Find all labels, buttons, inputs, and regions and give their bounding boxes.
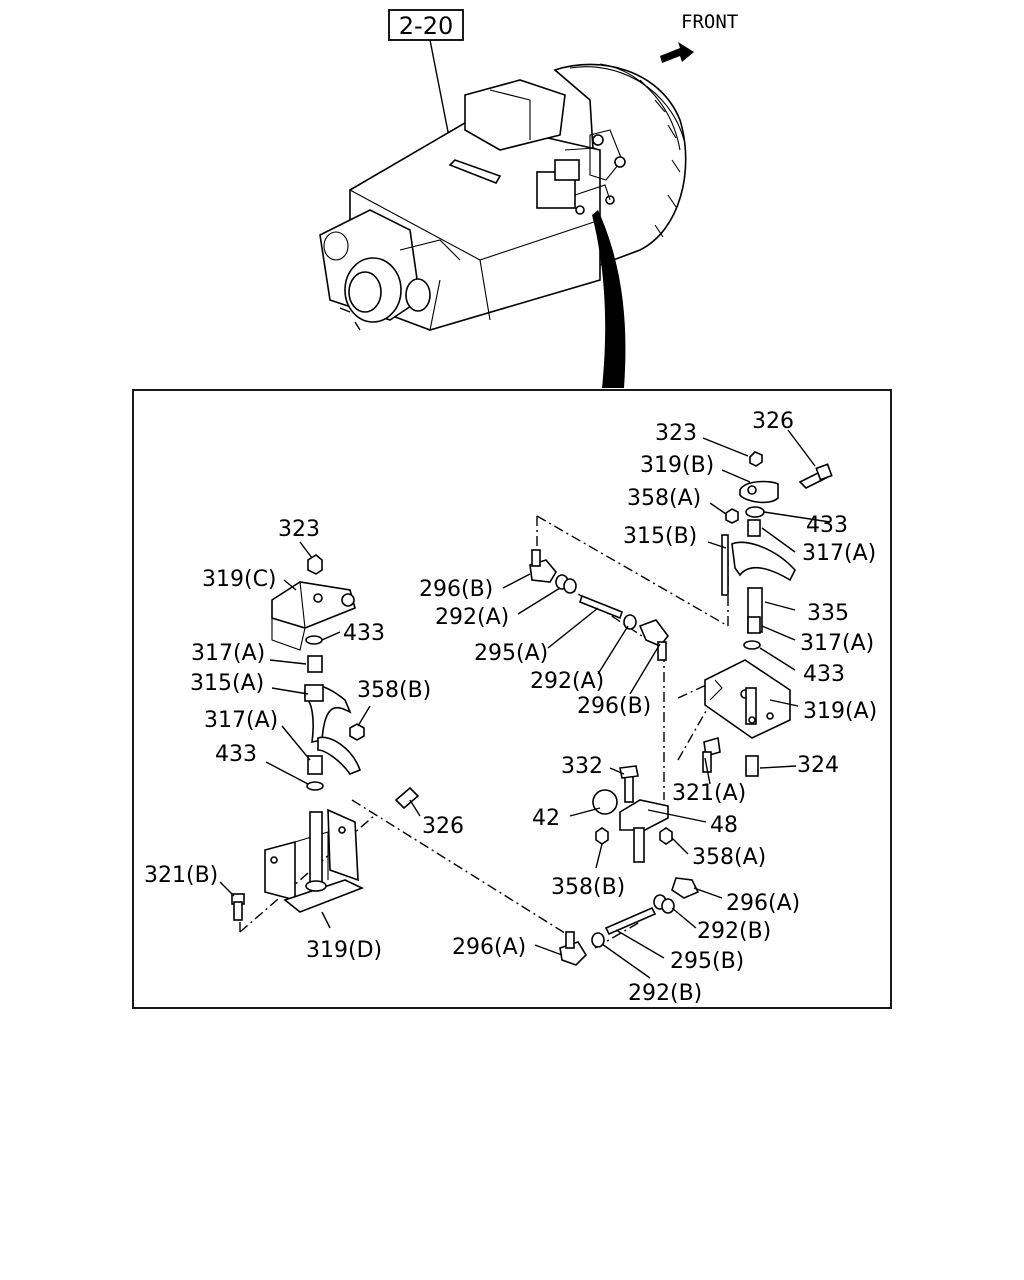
callout-42[interactable]: 42 [532, 806, 560, 831]
linkage-rod-a [529, 549, 670, 661]
callout-321a[interactable]: 321(A) [672, 781, 746, 806]
callout-335[interactable]: 335 [807, 601, 849, 626]
right-upper-assembly [702, 451, 833, 777]
callout-317a-middle[interactable]: 317(A) [800, 631, 874, 656]
callout-315a[interactable]: 315(A) [190, 671, 264, 696]
callout-433-middle[interactable]: 433 [803, 662, 845, 687]
callout-319a[interactable]: 319(A) [803, 699, 877, 724]
callout-292b-lower[interactable]: 292(B) [628, 981, 702, 1006]
transmission-overview [319, 63, 687, 331]
callout-292a-upper[interactable]: 292(A) [435, 605, 509, 630]
callout-295a[interactable]: 295(A) [474, 641, 548, 666]
callout-358b-left[interactable]: 358(B) [357, 678, 431, 703]
callout-326-upper[interactable]: 326 [752, 409, 794, 434]
callout-358a-lower[interactable]: 358(A) [692, 845, 766, 870]
callout-319d[interactable]: 319(D) [306, 938, 382, 963]
shift-lever [592, 765, 673, 863]
callout-48[interactable]: 48 [710, 813, 738, 838]
reference-box[interactable]: 2-20 [388, 9, 464, 41]
linkage-rod-b [559, 877, 700, 966]
callout-295b[interactable]: 295(B) [670, 949, 744, 974]
callout-323-left[interactable]: 323 [278, 517, 320, 542]
callout-317a-upper[interactable]: 317(A) [802, 541, 876, 566]
callout-319b[interactable]: 319(B) [640, 453, 714, 478]
leader-lines [219, 429, 831, 979]
callout-296b-upper[interactable]: 296(B) [419, 577, 493, 602]
callout-323-upper[interactable]: 323 [655, 421, 697, 446]
callout-358a-upper[interactable]: 358(A) [627, 486, 701, 511]
detail-frame [132, 389, 892, 1009]
callout-433-left-upper[interactable]: 433 [343, 621, 385, 646]
callout-358b-lower[interactable]: 358(B) [551, 875, 625, 900]
callout-319c[interactable]: 319(C) [202, 567, 277, 592]
detail-pointer [592, 210, 626, 388]
left-assembly [231, 554, 420, 921]
callout-324[interactable]: 324 [797, 753, 839, 778]
callout-317a-left-lower[interactable]: 317(A) [204, 708, 278, 733]
callout-321b[interactable]: 321(B) [144, 863, 218, 888]
callout-296b-lower[interactable]: 296(B) [577, 694, 651, 719]
callout-296a-left[interactable]: 296(A) [452, 935, 526, 960]
reference-label: 2-20 [399, 12, 453, 40]
front-arrow-icon [660, 42, 694, 63]
callout-292a-lower[interactable]: 292(A) [530, 669, 604, 694]
callout-326-left[interactable]: 326 [422, 814, 464, 839]
callout-317a-left-upper[interactable]: 317(A) [191, 641, 265, 666]
callout-315b[interactable]: 315(B) [623, 524, 697, 549]
linkage-centerlines [239, 515, 729, 949]
callout-433-upper[interactable]: 433 [806, 513, 848, 538]
callout-332[interactable]: 332 [561, 754, 603, 779]
callout-292b-upper[interactable]: 292(B) [697, 919, 771, 944]
callout-labels: 323 326 319(B) 358(A) 433 315(B) 317(A) … [144, 409, 877, 1006]
front-label: FRONT [681, 11, 738, 33]
callout-433-left-lower[interactable]: 433 [215, 742, 257, 767]
callout-296a-right[interactable]: 296(A) [726, 891, 800, 916]
